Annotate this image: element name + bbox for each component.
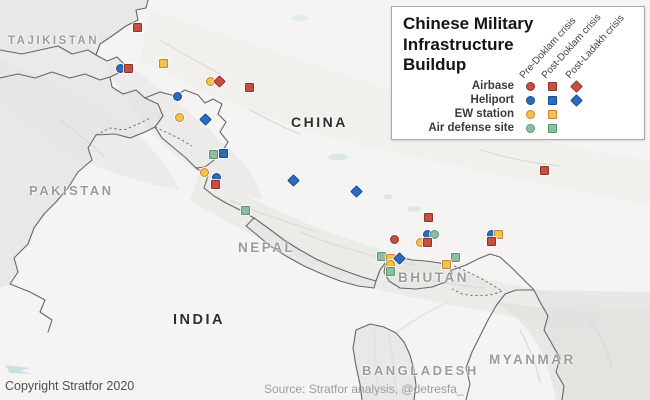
airdefense-circle-marker <box>525 123 535 133</box>
heliport-square-marker <box>547 95 557 105</box>
airbase-circle-marker <box>525 81 535 91</box>
heliport-circle-marker <box>525 95 535 105</box>
airdefense-circle-marker <box>429 229 439 239</box>
airdefense-square-marker <box>208 149 218 159</box>
country-label-myanmar: MYANMAR <box>489 352 576 367</box>
airbase-diamond-marker <box>569 79 583 93</box>
ew-square-marker <box>441 259 451 269</box>
legend-panel: Chinese Military Infrastructure Buildup … <box>391 6 645 140</box>
ew-circle-marker <box>525 109 535 119</box>
airdefense-square-marker <box>385 266 395 276</box>
airdefense-square-marker <box>376 251 386 261</box>
heliport-diamond-marker <box>569 93 583 107</box>
copyright-text: Copyright Stratfor 2020 <box>5 379 135 393</box>
airbase-square-marker <box>547 81 557 91</box>
airdefense-square-marker <box>240 205 250 215</box>
ew-circle-marker <box>174 112 184 122</box>
airbase-square-marker <box>132 22 142 32</box>
ew-square-marker <box>547 109 557 119</box>
airbase-circle-marker <box>389 234 399 244</box>
heliport-square-marker <box>218 148 228 158</box>
legend-label-heliport: Heliport <box>470 94 514 106</box>
country-fill-tajikistan <box>0 0 148 55</box>
country-fill-bangladesh <box>353 324 416 400</box>
terrain-ridges <box>59 39 613 383</box>
country-label-india: INDIA <box>173 312 225 328</box>
ew-square-marker <box>158 58 168 68</box>
legend-label-airdefense: Air defense site <box>428 122 514 134</box>
country-label-nepal: NEPAL <box>238 240 296 255</box>
airbase-square-marker <box>210 179 220 189</box>
disputed-borders <box>95 117 503 297</box>
legend-label-ew: EW station <box>454 108 514 120</box>
airbase-square-marker <box>244 82 254 92</box>
airbase-square-marker <box>539 165 549 175</box>
airbase-square-marker <box>486 236 496 246</box>
country-fill-afghan-sliver <box>0 46 124 80</box>
country-borders <box>0 0 565 400</box>
ew-square-marker <box>493 229 503 239</box>
source-attribution-text: Source: Stratfor analysis, @detresfa_ <box>264 382 464 396</box>
legend-title: Chinese Military Infrastructure Buildup <box>403 14 534 75</box>
country-label-bhutan: BHUTAN <box>398 270 469 285</box>
country-label-tajikistan: TAJIKISTAN <box>8 35 100 47</box>
country-label-china: CHINA <box>291 114 348 130</box>
airdefense-square-marker <box>450 252 460 262</box>
legend-label-airbase: Airbase <box>471 80 514 92</box>
country-label-bangladesh: BANGLADESH <box>362 363 479 378</box>
ew-circle-marker <box>199 167 209 177</box>
airbase-square-marker <box>423 212 433 222</box>
airbase-square-marker <box>123 63 133 73</box>
country-label-pakistan: PAKISTAN <box>29 183 114 198</box>
airbase-square-marker <box>422 237 432 247</box>
airdefense-square-marker <box>547 123 557 133</box>
heliport-circle-marker <box>172 91 182 101</box>
